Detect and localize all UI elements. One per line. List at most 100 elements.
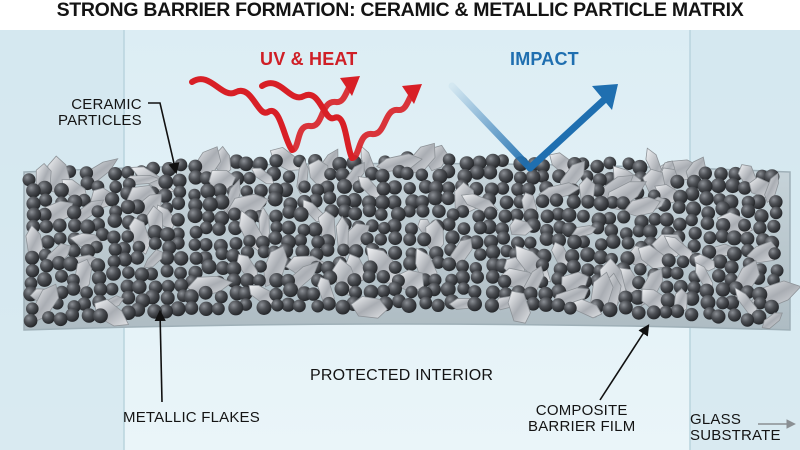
metallic-flake (573, 298, 603, 319)
ceramic-particle (496, 231, 511, 245)
ceramic-particle (378, 221, 391, 235)
ceramic-particle (132, 240, 146, 254)
ceramic-particle (566, 259, 581, 275)
ceramic-particle (26, 302, 39, 316)
ceramic-label-line-1: CERAMIC (71, 96, 142, 113)
ceramic-particle (604, 223, 619, 238)
ceramic-particle (697, 178, 713, 194)
ceramic-particle (643, 224, 658, 239)
ceramic-particle (375, 168, 390, 183)
ceramic-particle (189, 225, 203, 239)
ceramic-particle (256, 300, 272, 315)
ceramic-particle (673, 279, 688, 295)
ceramic-particle (566, 194, 581, 209)
ceramic-particle (269, 273, 284, 288)
ceramic-particle (267, 191, 283, 207)
ceramic-particle (238, 286, 253, 301)
ceramic-particle (281, 297, 296, 312)
metallic-flake (507, 290, 531, 324)
ceramic-particle (606, 196, 619, 209)
ceramic-particle (388, 245, 403, 260)
ceramic-particle (171, 227, 185, 241)
metallic-flake (761, 312, 783, 330)
ceramic-particle (405, 285, 418, 299)
ceramic-particle (37, 272, 52, 287)
ceramic-particle (631, 305, 646, 320)
glass-label-line-1: GLASS (690, 411, 742, 428)
ceramic-particle (630, 289, 646, 305)
ceramic-particle (117, 252, 133, 267)
ceramic-particle (68, 218, 82, 233)
ceramic-particle (170, 301, 186, 317)
ceramic-particle (253, 274, 266, 287)
ceramic-particle (40, 259, 54, 273)
ceramic-particle (685, 213, 698, 227)
ceramic-particle (229, 237, 243, 250)
ceramic-particle (660, 266, 673, 279)
ceramic-particle (416, 204, 430, 218)
composite-label-line-2: BARRIER FILM (528, 417, 636, 435)
ceramic-particle (581, 263, 595, 277)
ceramic-particle (400, 166, 414, 180)
metallic-flake (308, 159, 329, 186)
ceramic-particle (40, 235, 55, 249)
ceramic-particle (715, 282, 731, 297)
ceramic-particle (716, 296, 729, 310)
ceramic-particle (174, 266, 187, 280)
ceramic-particle (39, 219, 53, 234)
ceramic-particle (173, 251, 189, 266)
ceramic-particle (498, 209, 513, 223)
ceramic-particle (307, 222, 323, 237)
ceramic-particle (670, 174, 685, 189)
ceramic-particle (676, 255, 690, 269)
ceramic-particle (90, 258, 106, 273)
ceramic-particle (415, 168, 429, 182)
ceramic-particle (737, 181, 752, 195)
ceramic-particle (561, 207, 577, 223)
ceramic-particle (172, 173, 187, 188)
ceramic-particle (147, 224, 163, 240)
ceramic-particle (374, 195, 390, 210)
ceramic-particle (390, 206, 406, 222)
ceramic-particle (417, 232, 432, 247)
ceramic-particle (577, 209, 590, 223)
ceramic-particle (620, 251, 635, 266)
ceramic-particle (711, 309, 726, 324)
ceramic-particle (751, 309, 767, 325)
ceramic-particle (661, 253, 676, 268)
ceramic-particle (431, 298, 445, 312)
glass-substrate-label: GLASS SUBSTRATE (690, 412, 781, 444)
ceramic-particle (243, 171, 256, 185)
ceramic-particle (105, 282, 119, 296)
metallic-flake (622, 196, 661, 217)
ceramic-particle (214, 210, 230, 226)
ceramic-particle (485, 244, 501, 260)
ceramic-particle (24, 250, 40, 265)
ceramic-particle (159, 250, 175, 266)
ceramic-particle (362, 270, 376, 284)
ceramic-particle (455, 270, 470, 285)
uv-heat-arrow-out-2 (349, 91, 415, 161)
ceramic-particle (593, 250, 608, 265)
ceramic-particle (202, 210, 215, 224)
ceramic-particle (403, 204, 416, 218)
ceramic-particle (538, 297, 554, 312)
ceramic-particle (513, 171, 527, 185)
ceramic-particle (401, 298, 417, 313)
ceramic-particle (238, 156, 254, 172)
ceramic-particle (456, 259, 469, 273)
ceramic-particle (616, 196, 630, 210)
ceramic-particle (768, 247, 781, 260)
ceramic-particle (387, 281, 402, 296)
ceramic-particle (160, 264, 174, 278)
ceramic-particle (388, 260, 402, 274)
diagram-title: STRONG BARRIER FORMATION: CERAMIC & META… (56, 0, 744, 21)
ceramic-particle (687, 281, 701, 295)
ceramic-particle (457, 282, 470, 295)
ceramic-particle (227, 207, 242, 221)
ceramic-particle (376, 181, 391, 196)
ceramic-particle (673, 217, 687, 232)
ceramic-particle (769, 206, 783, 220)
ceramic-particle (741, 203, 756, 219)
ceramic-particle (386, 195, 402, 210)
